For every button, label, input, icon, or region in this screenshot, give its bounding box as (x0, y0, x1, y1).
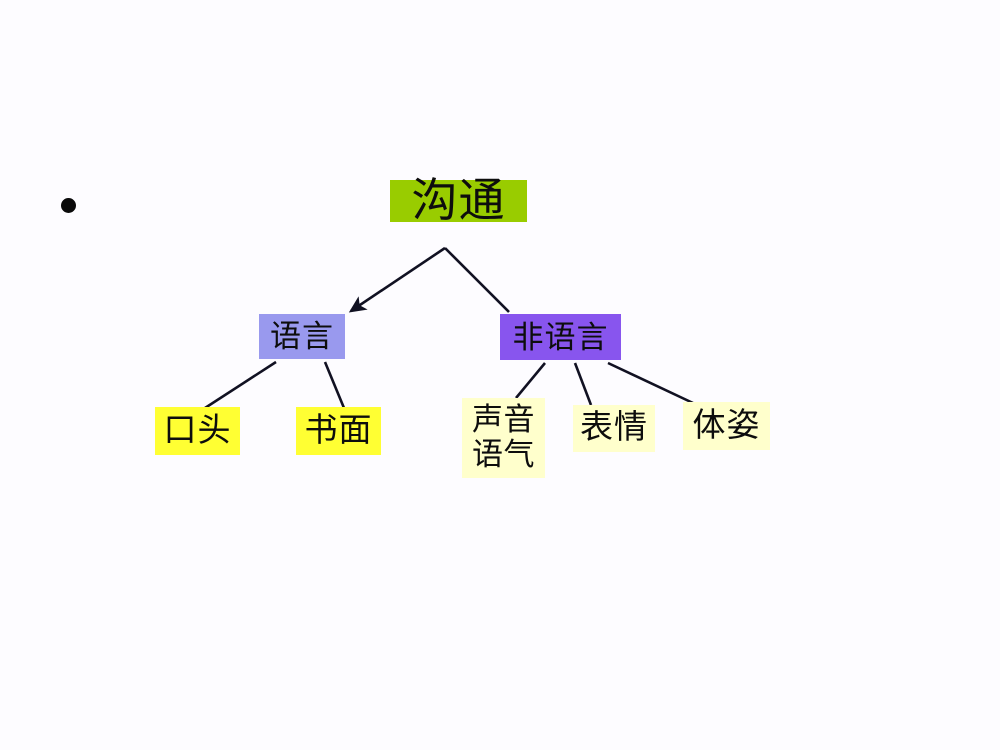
node-shu-mian[interactable]: 书面 (296, 407, 381, 455)
node-yu-yan-label: 语言 (270, 319, 334, 354)
node-sheng-yin-yu-qi[interactable]: 声音 语气 (462, 398, 545, 478)
node-fei-yu-yan[interactable]: 非语言 (500, 314, 621, 360)
node-sheng-yin-yu-qi-label-line2: 语气 (472, 437, 535, 472)
node-biao-qing[interactable]: 表情 (573, 405, 655, 452)
node-ti-zi[interactable]: 体姿 (683, 402, 770, 450)
connector-feiyuyan-to-tizi (607, 361, 694, 405)
bullet-marker (61, 198, 76, 213)
connector-feiyuyan-to-biaoqing (573, 362, 593, 406)
node-kou-tou-label: 口头 (163, 412, 232, 449)
connector-yuyan-to-shumian (323, 361, 346, 409)
connector-root-to-yuyan (348, 246, 446, 313)
node-ti-zi-label: 体姿 (692, 407, 761, 444)
node-fei-yu-yan-label: 非语言 (512, 319, 609, 355)
node-kou-tou[interactable]: 口头 (155, 407, 240, 455)
node-gou-tong-label: 沟通 (411, 175, 506, 226)
node-yu-yan[interactable]: 语言 (259, 314, 345, 359)
connector-feiyuyan-to-shengyinyuqi (514, 362, 547, 399)
node-shu-mian-label: 书面 (304, 412, 373, 449)
node-gou-tong[interactable]: 沟通 (390, 175, 527, 226)
node-biao-qing-label: 表情 (580, 410, 648, 446)
connector-yuyan-to-koutou (204, 360, 277, 410)
connector-root-to-feiyuyan (444, 247, 510, 313)
node-sheng-yin-yu-qi-label-line1: 声音 (472, 402, 535, 438)
